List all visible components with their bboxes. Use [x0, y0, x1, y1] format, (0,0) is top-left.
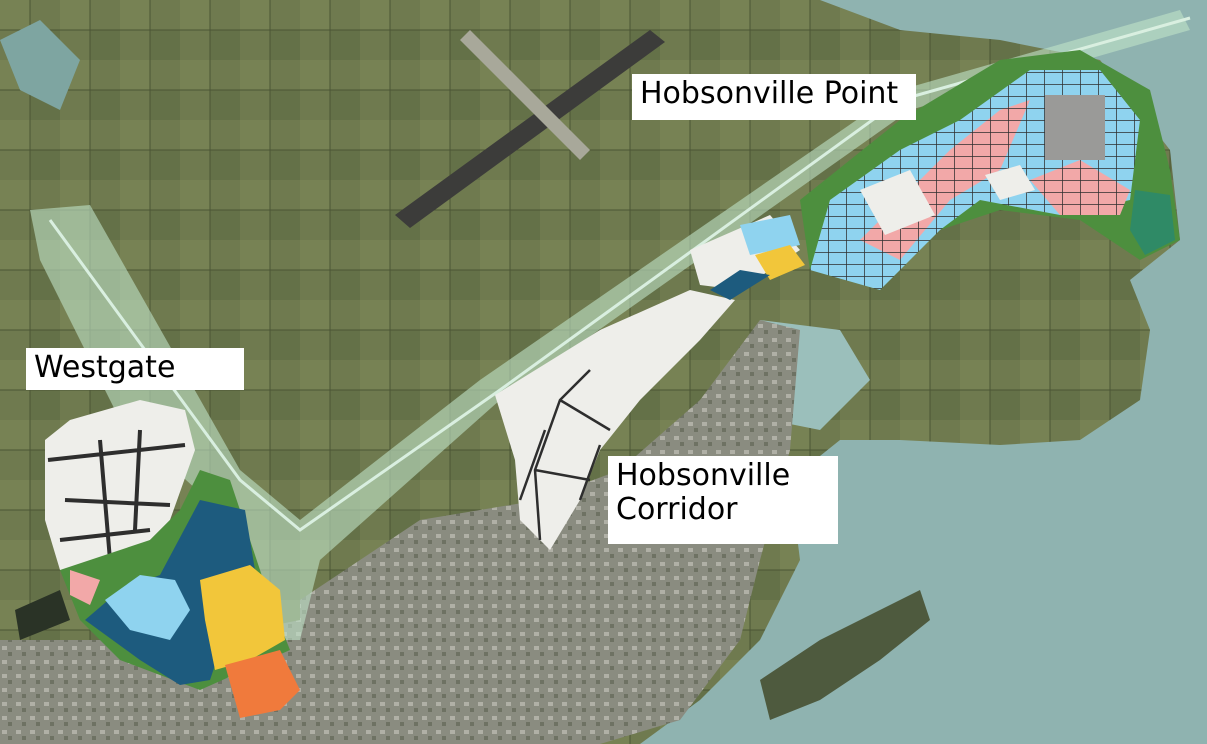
label-westgate: Westgate — [26, 348, 244, 390]
point-grey-block — [1045, 95, 1105, 160]
motorway — [48, 16, 1191, 532]
point-white-block — [860, 170, 935, 235]
westgate-dark-rows — [15, 590, 70, 640]
label-hobsonville-corridor: Hobsonville Corridor — [608, 456, 838, 544]
corridor-plan-roads — [518, 369, 611, 541]
corridor-blue-block — [740, 215, 800, 255]
westgate-plan-orange — [225, 650, 300, 718]
label-hobsonville-point: Hobsonville Point — [632, 74, 916, 120]
westgate-plan-roads — [47, 429, 186, 561]
westgate-plan-lightblue — [105, 575, 190, 640]
corridor-dark-block — [710, 270, 770, 300]
westgate-plan-white — [45, 400, 195, 570]
point-white-block-2 — [985, 165, 1035, 200]
river-inlet — [0, 20, 80, 110]
corridor-yellow-block — [755, 245, 805, 280]
harbour-water — [640, 0, 1207, 744]
runway — [395, 30, 665, 228]
corridor-plan-area — [495, 290, 735, 550]
point-plan-pink-lots-east — [1030, 160, 1130, 215]
runway-2 — [460, 30, 590, 160]
westgate-plan-yellow — [200, 565, 285, 670]
point-water-lagoon — [1130, 190, 1175, 255]
westgate-plan-pink — [70, 570, 100, 605]
island — [760, 590, 930, 720]
